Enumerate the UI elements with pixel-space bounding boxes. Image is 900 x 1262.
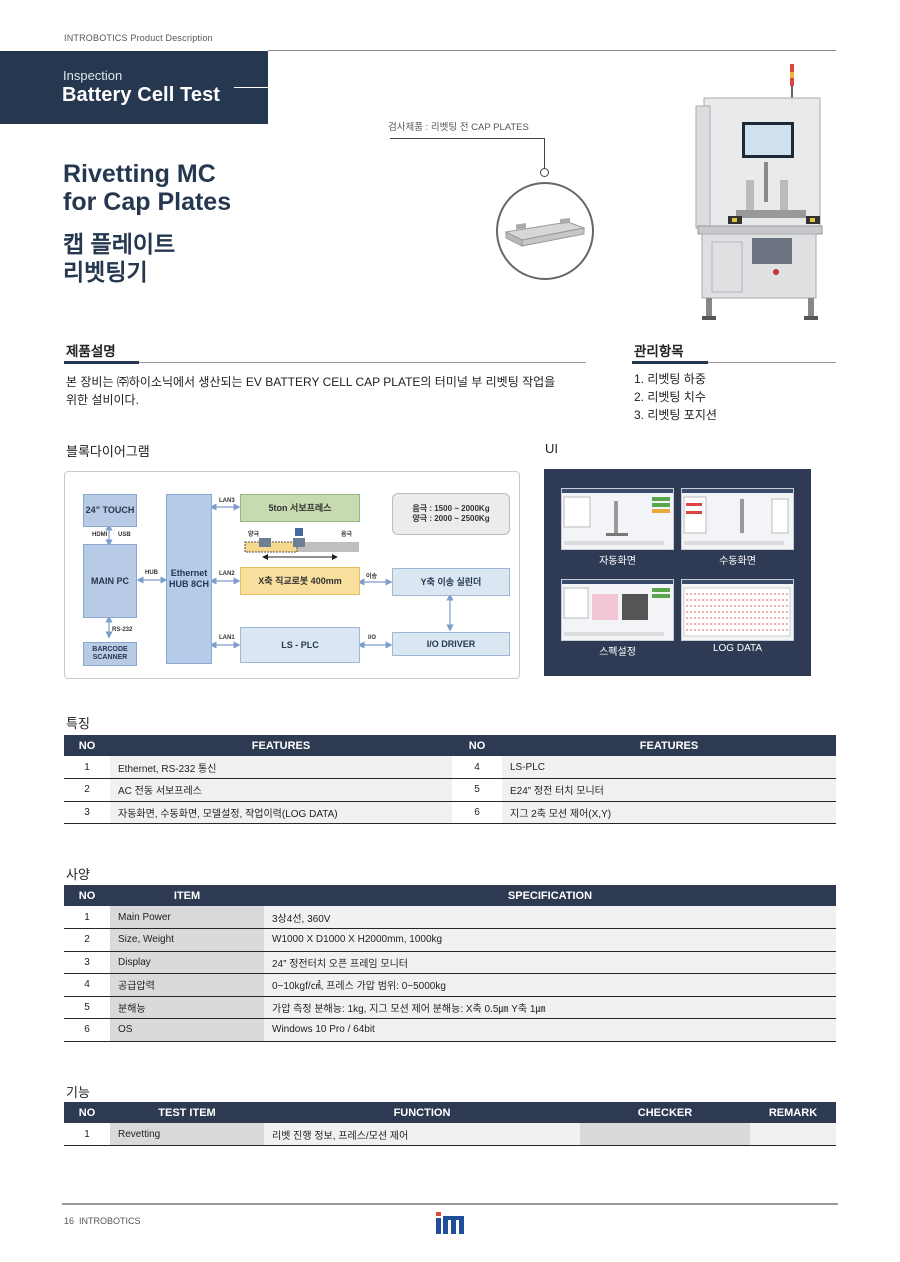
management-rule-accent [632, 361, 708, 364]
management-heading: 관리항목 [634, 344, 684, 359]
log-data-image [683, 587, 791, 637]
management-item: 1. 리벳팅 하중 [634, 372, 706, 386]
product-callout: 검사제품 : 리벳팅 전 CAP PLATES [388, 122, 529, 133]
spec-heading: 사양 [66, 867, 90, 882]
ui-screenshots-panel: 자동화면 수동화면 스펙설정 [544, 469, 811, 676]
plc-block: LS - PLC [240, 627, 360, 663]
function-col-test-item: TEST ITEM [110, 1102, 264, 1123]
auto-screen-caption: 자동화면 [599, 556, 636, 567]
x-axis-robot-block: X축 직교로봇 400mm [240, 567, 360, 595]
header-rule [268, 50, 836, 51]
table-row: 2 AC 전동 서보프레스 5 E24” 정전 터치 모니터 [64, 778, 836, 802]
cap-plate-image [496, 182, 594, 280]
page-caption: INTROBOTICS Product Description [64, 33, 213, 43]
function-col-function: FUNCTION [264, 1102, 580, 1123]
manual-screen-caption: 수동화면 [719, 556, 756, 567]
block-diagram-heading: 블록다이어그램 [66, 444, 150, 459]
management-list: 1. 리벳팅 하중 2. 리벳팅 치수 3. 리벳팅 포지션 [634, 370, 717, 424]
features-col-no: NO [64, 735, 110, 756]
features-col-features: FEATURES [110, 735, 452, 756]
hub-label: HUB [145, 570, 158, 576]
diagram-connectors [105, 503, 454, 649]
spec-col-no: NO [64, 885, 110, 906]
press-spec-note: 음극 : 1500 ~ 2000Kg 양극 : 2000 ~ 2500Kg [392, 493, 510, 535]
anode-label: 양극 [248, 532, 260, 538]
management-item: 2. 리벳팅 치수 [634, 390, 706, 404]
function-col-remark: REMARK [750, 1102, 836, 1123]
table-row: 1 Ethernet, RS-232 통신 4 LS-PLC [64, 756, 836, 779]
management-item: 3. 리벳팅 포지션 [634, 408, 717, 422]
lan1-label: LAN1 [219, 635, 235, 641]
description-heading: 제품설명 [66, 344, 116, 359]
features-header-row: NO FEATURES NO FEATURES [64, 735, 836, 756]
auto-screen-thumbnail [561, 488, 674, 550]
callout-line [390, 138, 545, 139]
spec-col-item: ITEM [110, 885, 264, 906]
footer-text: 16 INTROBOTICS [64, 1216, 141, 1226]
features-col-no-2: NO [452, 735, 502, 756]
cathode-label: 음극 [341, 532, 353, 538]
features-heading: 특징 [66, 716, 90, 731]
touch-monitor-block: 24” TOUCH [83, 494, 137, 527]
callout-dot [540, 168, 549, 177]
block-diagram: 24” TOUCH MAIN PC BARCODE SCANNER Ethern… [64, 471, 520, 679]
function-col-no: NO [64, 1102, 110, 1123]
auto-screen-image [563, 496, 670, 545]
spec-header-row: NO ITEM SPECIFICATION [64, 885, 836, 906]
product-title-kr: 캡 플레이트 리벳팅기 [63, 231, 176, 285]
spec-setting-image [563, 587, 670, 636]
y-axis-cylinder-block: Y축 이송 실린더 [392, 568, 510, 596]
description-rule-accent [64, 361, 139, 364]
manual-screen-thumbnail [681, 488, 794, 550]
spec-setting-caption: 스펙설정 [599, 647, 636, 658]
usb-label: USB [118, 532, 131, 538]
ethernet-hub-block: Ethernet HUB 8CH [166, 494, 212, 664]
io-label: I/O [368, 635, 377, 641]
lan2-label: LAN2 [219, 571, 235, 577]
table-row: 1 Revetting 리벳 진행 정보, 프레스/모션 제어 [64, 1123, 836, 1146]
banner-accent-line [234, 87, 268, 88]
rs232-label: RS-232 [112, 627, 133, 633]
log-data-thumbnail [681, 579, 794, 641]
category-banner: Inspection Battery Cell Test [0, 51, 268, 124]
log-data-caption: LOG DATA [712, 643, 763, 654]
main-pc-block: MAIN PC [83, 544, 137, 618]
servo-press-block: 5ton 서보프레스 [240, 494, 360, 522]
hdmi-label: HDMI [92, 532, 108, 538]
function-header-row: NO TEST ITEM FUNCTION CHECKER REMARK [64, 1102, 836, 1123]
features-col-features-2: FEATURES [502, 735, 836, 756]
barcode-scanner-block: BARCODE SCANNER [83, 642, 137, 666]
callout-line-vertical [544, 138, 545, 170]
introbotics-logo-icon [436, 1212, 464, 1234]
ui-heading: UI [545, 441, 558, 456]
io-driver-block: I/O DRIVER [392, 632, 510, 656]
table-row: 3 자동화면, 수동화면, 모델설정, 작업이력(LOG DATA) 6 지그 … [64, 801, 836, 824]
spec-col-spec: SPECIFICATION [264, 885, 836, 906]
footer-brand: INTROBOTICS [79, 1216, 141, 1226]
function-table: NO TEST ITEM FUNCTION CHECKER REMARK 1 R… [64, 1102, 836, 1146]
transfer-label: 이송 [366, 574, 378, 580]
spec-setting-thumbnail [561, 579, 674, 641]
banner-category: Inspection [63, 68, 123, 83]
footer-rule [62, 1203, 838, 1205]
description-text: 본 장비는 ㈜하이소닉에서 생산되는 EV BATTERY CELL CAP P… [66, 375, 556, 407]
banner-title: Battery Cell Test [62, 84, 221, 106]
function-col-checker: CHECKER [580, 1102, 750, 1123]
rivetting-machine-image [676, 62, 836, 324]
manual-screen-image [683, 496, 789, 545]
product-title-en: Rivetting MC for Cap Plates [63, 160, 232, 216]
description-rule [64, 362, 586, 363]
management-rule [632, 362, 836, 363]
page-number: 16 [64, 1216, 75, 1226]
features-table: NO FEATURES NO FEATURES 1 Ethernet, RS-2… [64, 735, 836, 824]
function-heading: 기능 [66, 1085, 90, 1100]
lan3-label: LAN3 [219, 498, 235, 504]
